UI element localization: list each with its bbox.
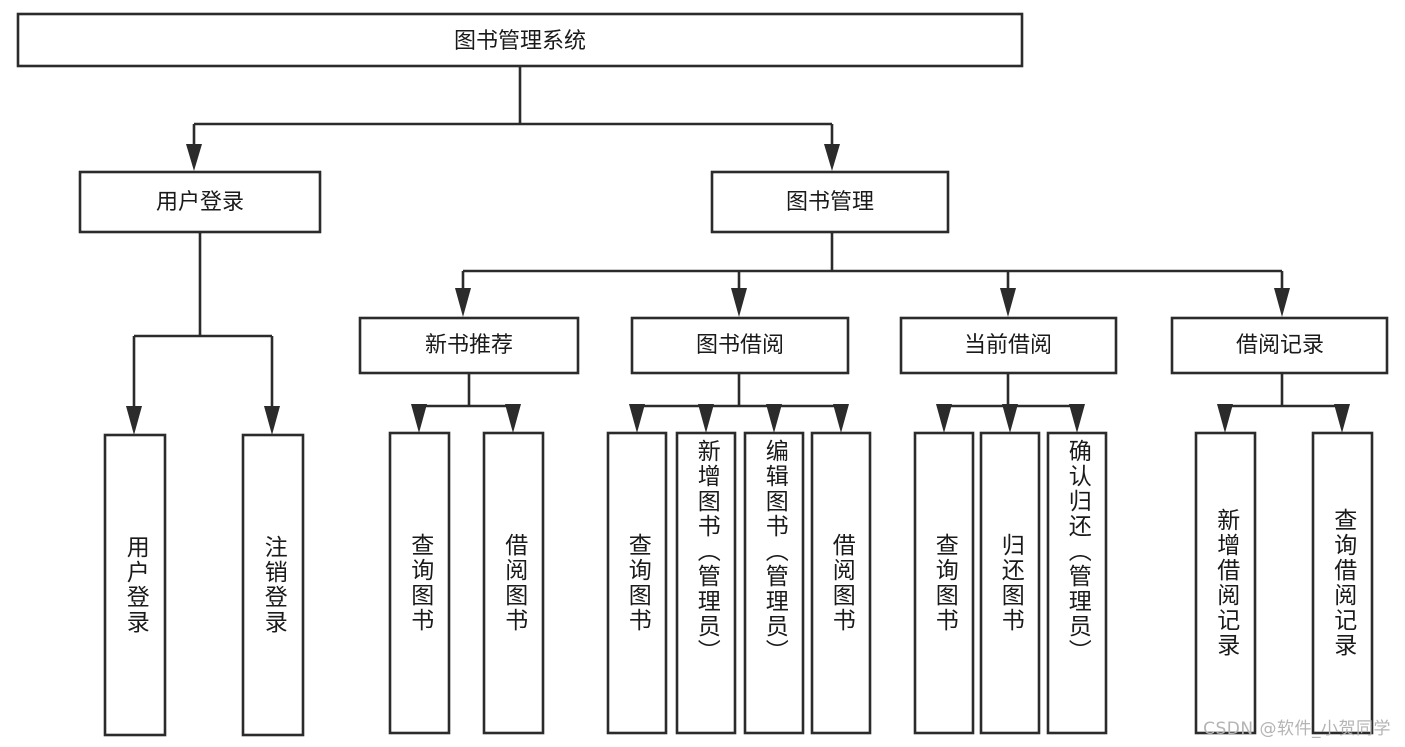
connector-group-root xyxy=(186,66,840,171)
connector-group-book-borrow xyxy=(629,373,849,433)
connector-group-user-login xyxy=(126,232,280,435)
node-current-borrow[interactable]: 当前借阅 xyxy=(899,316,1118,375)
arrow-cb-leaf-3 xyxy=(1069,404,1085,433)
leaf-box-book-borrow-0[interactable] xyxy=(606,431,668,735)
node-user-login[interactable]: 用户登录 xyxy=(78,170,322,234)
connector-group-book-manage xyxy=(455,232,1290,317)
leaf-box-new-book-1[interactable] xyxy=(482,431,545,735)
arrow-bb-leaf-3 xyxy=(766,404,782,433)
leaf-box-current-borrow-2[interactable] xyxy=(1046,431,1108,735)
connector-group-borrow-record xyxy=(1217,373,1350,433)
leaf-box-user-login-1[interactable] xyxy=(241,433,305,737)
arrow-root-to-user-login xyxy=(186,144,202,171)
leaf-box-user-login-0[interactable] xyxy=(103,433,167,737)
arrow-to-new-book xyxy=(455,288,471,317)
leaf-box-book-borrow-2[interactable] xyxy=(743,431,805,735)
book-borrow-label: 图书借阅 xyxy=(696,333,784,358)
arrow-bb-leaf-4 xyxy=(833,404,849,433)
connector-group-current-borrow xyxy=(936,373,1085,433)
borrow-record-label: 借阅记录 xyxy=(1236,333,1324,358)
leaf-box-current-borrow-0[interactable] xyxy=(913,431,975,735)
arrow-to-leaf-user-login xyxy=(126,406,142,435)
book-manage-box[interactable] xyxy=(710,170,950,234)
arrow-to-leaf-logout xyxy=(264,406,280,435)
node-borrow-record[interactable]: 借阅记录 xyxy=(1170,316,1389,375)
node-book-borrow[interactable]: 图书借阅 xyxy=(630,316,850,375)
arrow-cb-leaf-1 xyxy=(936,404,952,433)
arrow-to-borrow-record xyxy=(1274,288,1290,317)
arrow-br-leaf-1 xyxy=(1217,404,1233,433)
node-root-system[interactable]: 图书管理系统 xyxy=(16,12,1024,68)
leaf-box-book-borrow-3[interactable] xyxy=(810,431,872,735)
user-login-box[interactable] xyxy=(78,170,322,234)
book-manage-label: 图书管理 xyxy=(786,190,874,215)
node-new-book-recommend[interactable]: 新书推荐 xyxy=(358,316,580,375)
arrow-nb-leaf-1 xyxy=(411,404,427,433)
arrow-bb-leaf-2 xyxy=(698,404,714,433)
borrow-record-box[interactable] xyxy=(1170,316,1389,375)
leaf-box-borrow-record-0[interactable] xyxy=(1194,431,1257,735)
leaf-box-new-book-0[interactable] xyxy=(388,431,451,735)
leaf-box-book-borrow-1[interactable] xyxy=(675,431,737,735)
arrow-nb-leaf-2 xyxy=(505,404,521,433)
leaf-box-current-borrow-1[interactable] xyxy=(979,431,1041,735)
arrow-bb-leaf-1 xyxy=(629,404,645,433)
root-box[interactable] xyxy=(16,12,1024,68)
arrow-to-book-borrow xyxy=(731,288,747,317)
csdn-watermark: CSDN @软件_小贺同学 xyxy=(1203,719,1391,739)
arrow-cb-leaf-2 xyxy=(1002,404,1018,433)
current-borrow-label: 当前借阅 xyxy=(964,333,1052,358)
root-label: 图书管理系统 xyxy=(454,29,586,54)
arrow-root-to-book-manage xyxy=(824,144,840,171)
current-borrow-box[interactable] xyxy=(899,316,1118,375)
book-borrow-box[interactable] xyxy=(630,316,850,375)
user-login-label: 用户登录 xyxy=(156,190,244,215)
connector-group-new-book xyxy=(411,373,521,433)
node-book-manage[interactable]: 图书管理 xyxy=(710,170,950,234)
new-book-label: 新书推荐 xyxy=(425,333,513,358)
arrow-to-current-borrow xyxy=(1000,288,1016,317)
arrow-br-leaf-2 xyxy=(1334,404,1350,433)
leaf-box-borrow-record-1[interactable] xyxy=(1311,431,1374,735)
new-book-box[interactable] xyxy=(358,316,580,375)
